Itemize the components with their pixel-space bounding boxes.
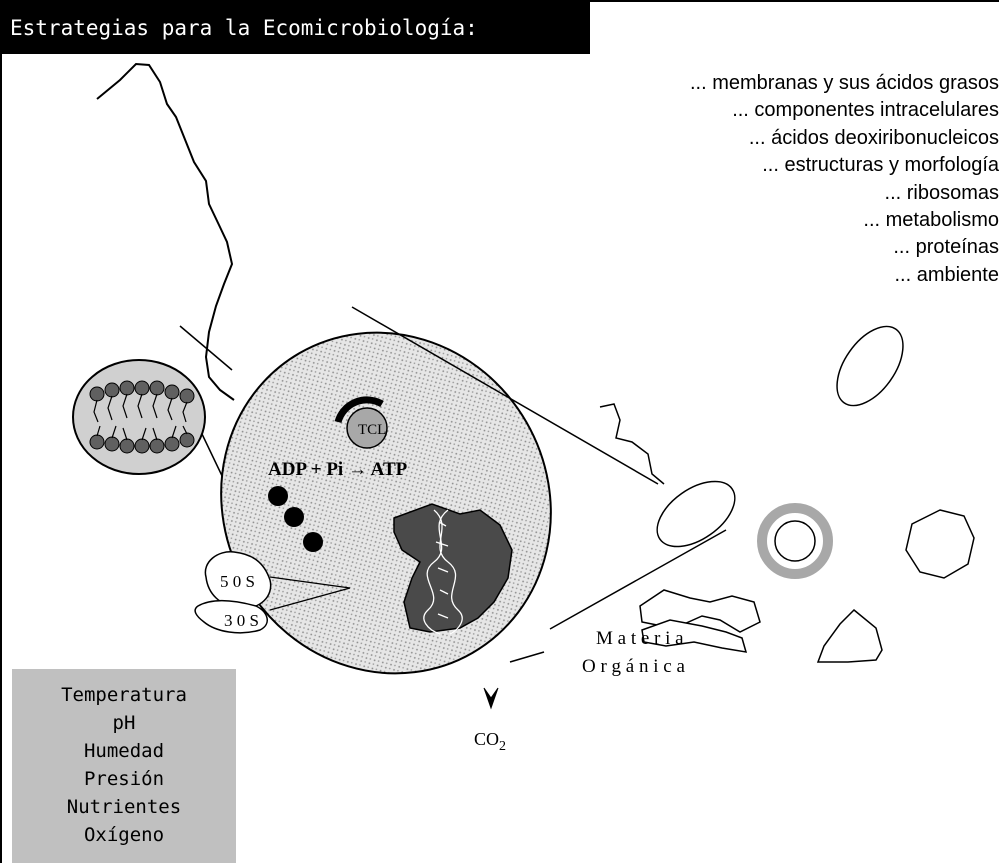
oval-cell: [824, 315, 917, 417]
ribosome-30s-label: 3 0 S: [224, 611, 259, 630]
factor-item: Humedad: [12, 737, 236, 765]
co2-label: CO2: [474, 729, 506, 754]
organic-matter-label-2: O r g á n i c a: [582, 656, 685, 677]
zoom-line: [202, 434, 224, 480]
organic-matter-label-1: M a t e r i a: [596, 628, 684, 649]
factor-item: pH: [12, 709, 236, 737]
atp-reaction: ADP + Pi → ATP: [268, 459, 408, 480]
ribosome-30s: 3 0 S: [195, 601, 267, 633]
ringed-cell: [762, 508, 828, 574]
tcl-label: TCL: [358, 422, 386, 438]
bacterial-cell: [159, 272, 613, 734]
factor-item: Temperatura: [12, 681, 236, 709]
ribosome-50s-label: 5 0 S: [220, 572, 255, 591]
zoom-line: [510, 652, 544, 662]
environmental-factors-box: Temperatura pH Humedad Presión Nutriente…: [12, 669, 236, 863]
flagellum: [97, 64, 234, 400]
membrane-inset: [73, 360, 205, 474]
small-flagellum: [600, 404, 664, 484]
round-cell: [906, 510, 974, 578]
factor-item: Presión: [12, 765, 236, 793]
organic-particle: [818, 610, 882, 662]
co2-arrow: [484, 688, 498, 708]
factor-item: Nutrientes: [12, 793, 236, 821]
factor-item: Oxígeno: [12, 821, 236, 849]
